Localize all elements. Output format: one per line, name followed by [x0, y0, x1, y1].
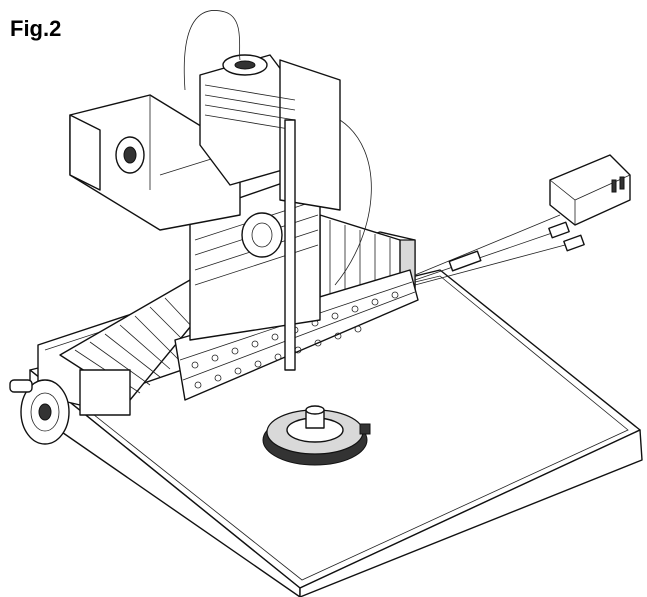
- cables: [414, 214, 566, 286]
- stepper-motor: [69, 94, 241, 231]
- power-adapter[interactable]: [549, 154, 631, 226]
- scope-head-assembly: [199, 54, 341, 371]
- rotary-stage[interactable]: [262, 405, 371, 466]
- eyepiece-tube: [183, 10, 372, 286]
- cable-drag-chain: [174, 269, 419, 401]
- cable-connectors: [448, 221, 585, 272]
- figure-label: Fig.2: [10, 16, 62, 41]
- hand-wheel[interactable]: [9, 369, 131, 445]
